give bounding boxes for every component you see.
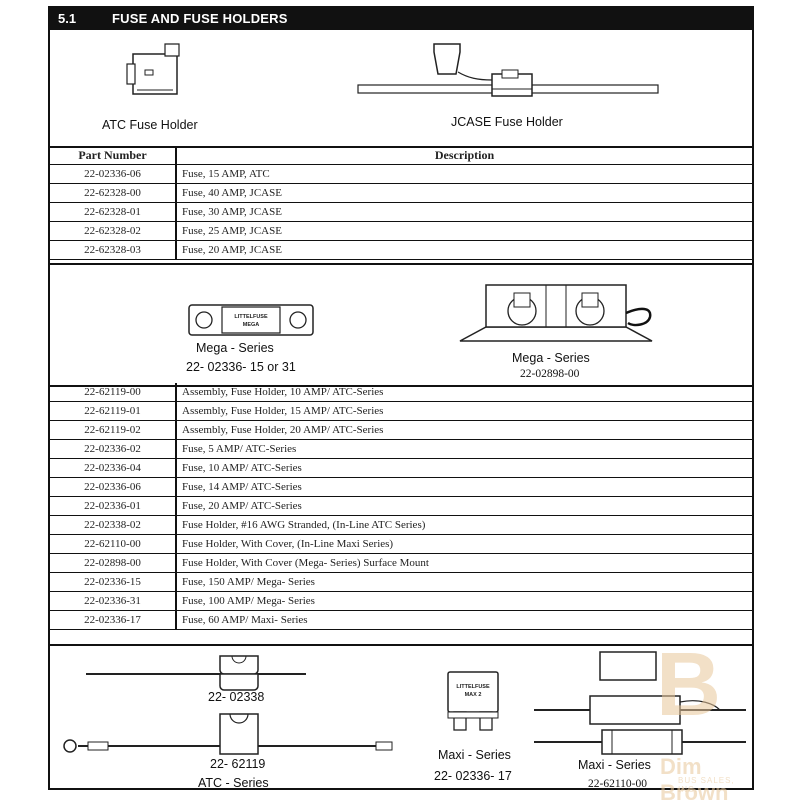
top-figures: ATC Fuse Holder JCASE Fuse Holder	[50, 30, 752, 148]
jcase-fuse-holder-drawing	[357, 43, 659, 97]
bottom-figures: 22- 02338 22- 62119 ATC - Series LITTELF…	[50, 640, 752, 805]
maxi-fuse-type: MAX 2	[465, 692, 482, 698]
maxi-holder-caption: Maxi - Series	[578, 758, 651, 772]
mega-holder-part-number: 22-02898-00	[520, 368, 580, 380]
part-number-cell: 22-62119-01	[50, 401, 177, 421]
part-number-cell: 22-02336-01	[50, 496, 177, 516]
watermark-tagline: BUS SALES, INC.	[678, 776, 735, 794]
description-cell: Fuse Holder, With Cover (Mega- Series) S…	[176, 553, 752, 573]
description-cell: Fuse, 40 AMP, JCASE	[176, 183, 752, 203]
atc-fuse-holder-assembly-drawing	[63, 713, 393, 755]
description-cell: Fuse, 25 AMP, JCASE	[176, 221, 752, 241]
description-cell: Fuse, 5 AMP/ ATC-Series	[176, 439, 752, 459]
part-number-cell: 22-02336-02	[50, 439, 177, 459]
part-number-cell: 22-62110-00	[50, 534, 177, 554]
part-number-cell: 22-02336-31	[50, 591, 177, 611]
table-header-row: Part Number Description	[50, 146, 752, 165]
mega-fuse-brand: LITTELFUSE	[234, 314, 268, 320]
atc-fuse-holder-drawing	[126, 43, 180, 95]
description-cell: Fuse, 14 AMP/ ATC-Series	[176, 477, 752, 497]
description-cell: Fuse, 60 AMP/ Maxi- Series	[176, 610, 752, 630]
description-cell: Fuse, 100 AMP/ Mega- Series	[176, 591, 752, 611]
part-number-cell: 22-62119-02	[50, 420, 177, 440]
description-cell: Assembly, Fuse Holder, 15 AMP/ ATC-Serie…	[176, 401, 752, 421]
maxi-holder-part-number: 22-62110-00	[588, 778, 647, 790]
description-cell: Fuse, 20 AMP, JCASE	[176, 240, 752, 260]
jcase-holder-caption: JCASE Fuse Holder	[451, 115, 563, 129]
description-cell: Fuse, 150 AMP/ Mega- Series	[176, 572, 752, 592]
part-number-cell: 22-02336-15	[50, 572, 177, 592]
part-number-cell: 22-02336-06	[50, 477, 177, 497]
atc-inline-holder-drawing	[86, 655, 306, 691]
section-title: FUSE AND FUSE HOLDERS	[112, 11, 288, 26]
mega-figures: LITTELFUSE MEGA Mega - Series 22- 02336-…	[50, 263, 752, 387]
section-number: 5.1	[58, 11, 77, 26]
part-number-cell: 22-62328-01	[50, 202, 177, 222]
description-cell: Fuse, 10 AMP/ ATC-Series	[176, 458, 752, 478]
part-number-cell: 22-62328-03	[50, 240, 177, 260]
mega-fuse-holder-drawing	[459, 284, 653, 342]
mega-fuse-caption: Mega - Series	[196, 341, 274, 355]
part-number-cell: 22-62119-00	[50, 383, 177, 402]
mega-holder-caption: Mega - Series	[512, 351, 590, 365]
description-cell: Fuse, 15 AMP, ATC	[176, 164, 752, 184]
part-number-cell: 22-02338-02	[50, 515, 177, 535]
part-number-cell: 22-62328-02	[50, 221, 177, 241]
maxi-fuse-drawing: LITTELFUSE MAX 2	[447, 671, 499, 731]
maxi-fuse-part-number: 22- 02336- 17	[434, 769, 512, 783]
description-cell: Assembly, Fuse Holder, 10 AMP/ ATC-Serie…	[176, 383, 752, 402]
description-cell: Fuse Holder, #16 AWG Stranded, (In-Line …	[176, 515, 752, 535]
mega-fuse-type: MEGA	[243, 322, 260, 328]
watermark-logo: B	[656, 635, 721, 735]
part-number-cell: 22-02336-17	[50, 610, 177, 630]
description-cell: Assembly, Fuse Holder, 20 AMP/ ATC-Serie…	[176, 420, 752, 440]
part-number-cell: 22-62328-00	[50, 183, 177, 203]
atc-holder-caption: ATC Fuse Holder	[102, 118, 198, 132]
maxi-fuse-brand: LITTELFUSE	[456, 684, 490, 690]
atc-inline-part-number: 22- 02338	[208, 690, 265, 704]
part-number-header: Part Number	[50, 146, 177, 165]
description-cell: Fuse, 30 AMP, JCASE	[176, 202, 752, 222]
description-cell: Fuse Holder, With Cover, (In-Line Maxi S…	[176, 534, 752, 554]
part-number-cell: 22-02336-04	[50, 458, 177, 478]
section-header: 5.1 FUSE AND FUSE HOLDERS	[50, 8, 752, 30]
maxi-fuse-caption: Maxi - Series	[438, 748, 511, 762]
mega-fuse-drawing: LITTELFUSE MEGA	[188, 304, 314, 336]
description-header: Description	[176, 146, 752, 165]
atc-holder-part-number: 22- 62119	[210, 757, 266, 771]
part-number-cell: 22-02898-00	[50, 553, 177, 573]
fuse-catalog-page: 5.1 FUSE AND FUSE HOLDERS ATC Fuse Holde…	[48, 6, 754, 805]
maxi-holder-drawing	[534, 651, 746, 755]
description-cell: Fuse, 20 AMP/ ATC-Series	[176, 496, 752, 516]
mega-fuse-part-number: 22- 02336- 15 or 31	[186, 360, 296, 374]
atc-series-caption: ATC - Series	[198, 776, 269, 790]
part-number-cell: 22-02336-06	[50, 164, 177, 184]
